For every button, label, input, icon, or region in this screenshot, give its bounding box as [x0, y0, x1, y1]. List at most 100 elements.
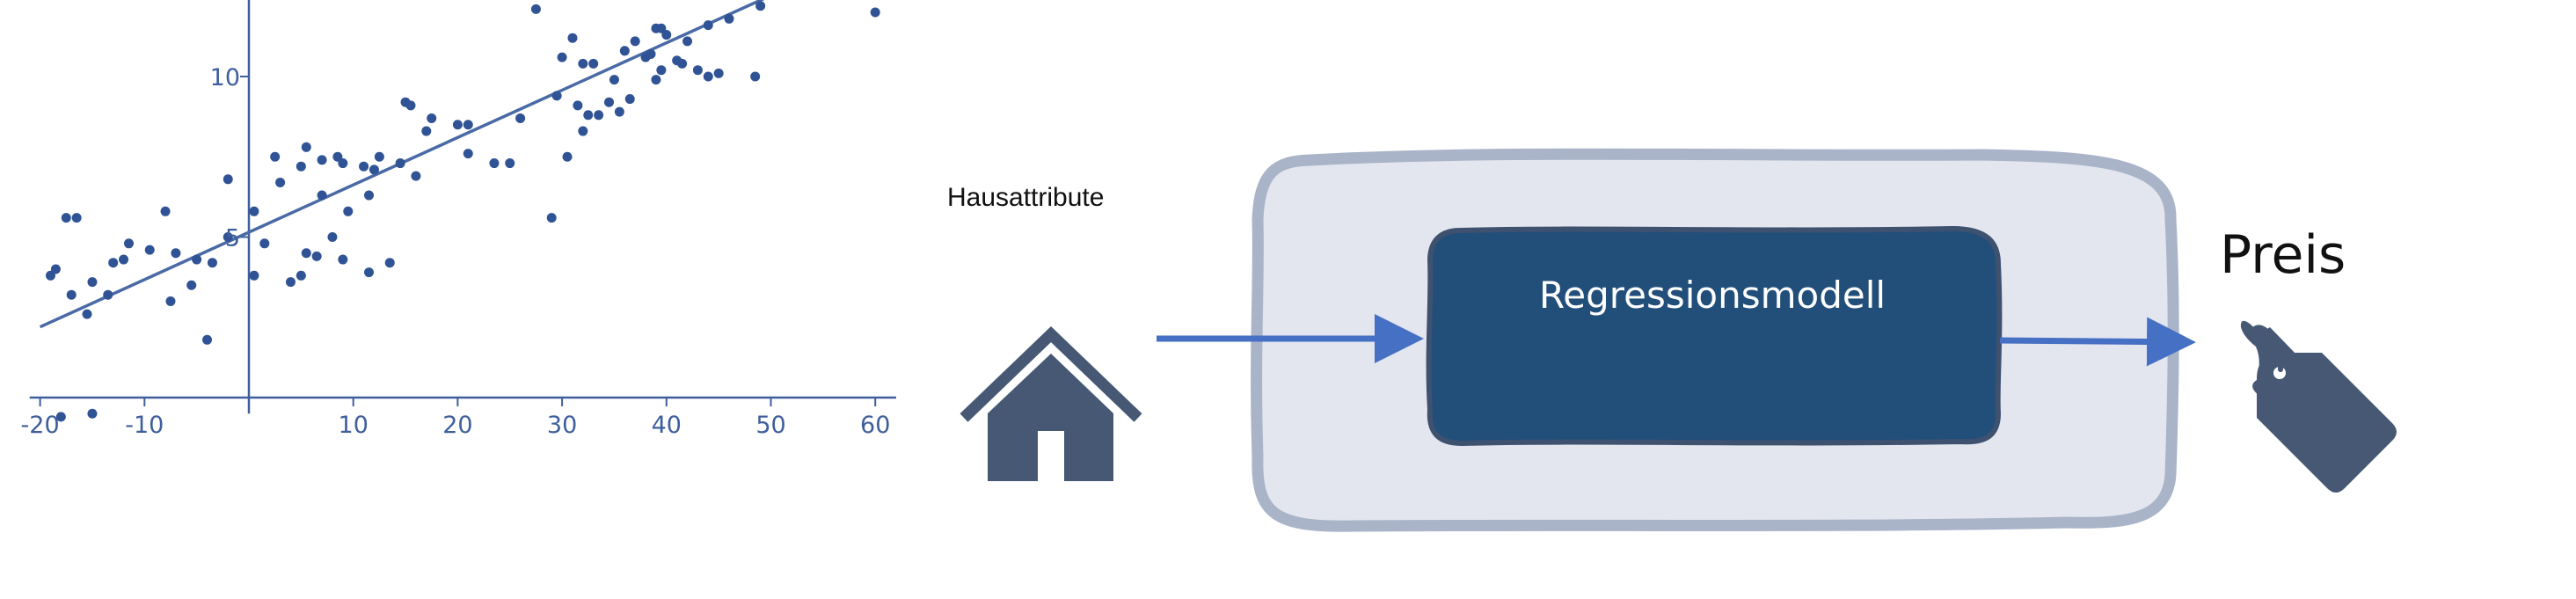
- data-point: [703, 20, 713, 31]
- data-point: [870, 7, 880, 18]
- data-point: [384, 258, 395, 268]
- data-point: [50, 264, 61, 274]
- x-tick-label: -20: [21, 412, 60, 439]
- data-point: [369, 164, 379, 175]
- data-point: [421, 126, 432, 136]
- price-tag-icon: [2240, 320, 2397, 493]
- input-label: Hausattribute: [947, 183, 1105, 212]
- data-point: [275, 177, 286, 187]
- data-point: [103, 289, 113, 300]
- data-point: [546, 213, 557, 223]
- data-point: [750, 71, 761, 82]
- data-point: [87, 277, 98, 288]
- data-point: [364, 267, 375, 278]
- data-point: [551, 91, 562, 101]
- data-point: [557, 52, 567, 62]
- data-point: [207, 258, 217, 268]
- data-point: [713, 68, 724, 78]
- data-point: [108, 258, 119, 268]
- data-point: [55, 412, 66, 422]
- y-tick-label: 5: [225, 225, 240, 252]
- data-point: [661, 30, 672, 40]
- data-point: [515, 113, 526, 123]
- output-arrow: [1999, 317, 2196, 367]
- data-point: [692, 65, 703, 76]
- x-tick-label: -10: [125, 412, 164, 439]
- data-point: [359, 161, 369, 172]
- data-point: [463, 149, 473, 159]
- x-tick-label: 60: [860, 412, 890, 439]
- data-point: [374, 151, 384, 162]
- data-point: [296, 270, 306, 281]
- data-point: [395, 158, 405, 169]
- data-point: [223, 232, 233, 242]
- data-point: [186, 280, 197, 290]
- data-point: [619, 46, 630, 56]
- data-point: [578, 58, 588, 69]
- data-point: [573, 100, 583, 111]
- data-point: [338, 254, 348, 265]
- data-point: [165, 296, 176, 306]
- data-point: [249, 270, 259, 281]
- data-point: [755, 1, 766, 11]
- model-label: Regressionsmodell: [1538, 274, 1886, 317]
- data-point: [66, 289, 77, 300]
- data-point: [332, 151, 343, 162]
- data-point: [614, 106, 624, 117]
- data-point: [656, 23, 667, 33]
- scatter-chart: -20-1010203040506051015: [21, 0, 896, 439]
- house-icon: [960, 325, 1142, 481]
- data-point: [505, 158, 515, 169]
- data-point: [311, 251, 322, 261]
- data-point: [301, 248, 311, 259]
- data-point: [249, 206, 259, 216]
- data-point: [160, 206, 171, 216]
- data-point: [343, 206, 354, 216]
- data-point: [604, 97, 615, 107]
- data-point: [609, 75, 619, 85]
- data-point: [301, 142, 311, 152]
- data-point: [192, 254, 202, 265]
- data-point: [45, 270, 55, 281]
- data-point: [317, 190, 327, 201]
- data-point: [87, 408, 98, 419]
- data-point: [202, 334, 213, 345]
- data-point: [82, 309, 92, 319]
- regression-line-group: [39, 0, 765, 329]
- data-point: [71, 213, 82, 223]
- x-tick-label: 40: [652, 412, 682, 439]
- data-point: [285, 277, 296, 288]
- data-point: [489, 158, 500, 169]
- x-tick-label: 50: [755, 412, 785, 439]
- y-tick-label: 10: [210, 64, 240, 91]
- data-point: [583, 110, 594, 121]
- data-point: [682, 36, 693, 47]
- data-point: [270, 151, 281, 162]
- data-point: [61, 213, 71, 223]
- data-point: [327, 232, 338, 242]
- data-point: [651, 75, 661, 85]
- data-point: [405, 100, 416, 111]
- data-point: [338, 158, 348, 169]
- data-point: [223, 174, 233, 185]
- model-box: [1426, 226, 2003, 446]
- output-label: Preis: [2220, 224, 2346, 286]
- data-point: [411, 171, 421, 181]
- data-point: [452, 120, 463, 130]
- data-point: [656, 65, 667, 76]
- tick-labels: -20-1010203040506051015: [21, 64, 891, 439]
- data-point: [630, 36, 640, 47]
- x-tick-label: 30: [547, 412, 577, 439]
- data-point: [144, 245, 155, 255]
- regression-line: [39, 0, 765, 329]
- data-point: [427, 113, 437, 123]
- data-point: [296, 161, 306, 172]
- data-point: [724, 13, 734, 24]
- data-point: [259, 238, 270, 249]
- data-point: [317, 155, 327, 165]
- data-point: [703, 71, 713, 82]
- data-point: [463, 120, 473, 130]
- data-point: [562, 151, 573, 162]
- data-point: [364, 190, 375, 201]
